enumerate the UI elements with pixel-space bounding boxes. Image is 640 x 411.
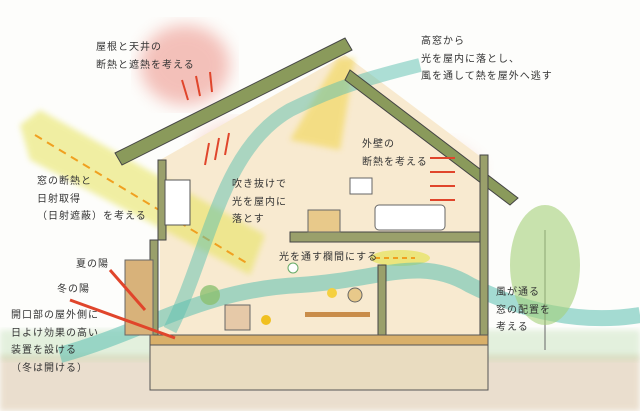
- armchair: [224, 304, 251, 331]
- window-label-line: （日射遮蔽）を考える: [37, 211, 147, 222]
- roof-heat-cloud: [140, 25, 230, 105]
- summer-sun-label: 夏の陽: [76, 259, 109, 270]
- outer-wall-label-line: 断熱を考える: [362, 156, 428, 168]
- person: [347, 287, 363, 303]
- second-floor: [289, 231, 481, 243]
- shading-label-line: 日よけ効果の高い: [11, 327, 99, 339]
- window-insulation-label: 窓の断熱と 日射取得 （日射遮蔽）を考える: [37, 173, 147, 226]
- high-window-light: [290, 58, 355, 150]
- pendant-lamp: [327, 288, 337, 298]
- roof-left: [114, 37, 353, 166]
- atrium-label-line: 光を屋内に: [232, 196, 287, 208]
- shading-label-line: 開口部の屋外側に: [11, 310, 99, 321]
- shade-device: [124, 259, 154, 336]
- clock: [287, 262, 299, 274]
- bed: [374, 204, 446, 231]
- potted-plant: [200, 285, 220, 305]
- roof-label-line: 断熱と遮熱を考える: [96, 59, 195, 71]
- ventilation-label-line: 窓の配置を: [496, 304, 551, 316]
- atrium-label: 吹き抜けで 光を屋内に 落とす: [232, 176, 287, 229]
- transom-light: [370, 250, 430, 266]
- summer-sun-arrow: [108, 269, 147, 311]
- high-window-label-line: 光を屋内に落とし、: [421, 53, 520, 65]
- foundation: [149, 344, 489, 391]
- high-window-label: 高窓から 光を屋内に落とし、 風を通して熱を屋外へ逃す: [421, 33, 553, 86]
- shading-device-label: 開口部の屋外側に 日よけ効果の高い 装置を設ける （冬は開ける）: [11, 307, 99, 377]
- ventilation-label-line: 考える: [496, 322, 529, 333]
- ventilation-label-line: 風が通る: [496, 287, 540, 298]
- tree-foliage: [510, 205, 580, 325]
- roof-insulation-label: 屋根と天井の 断熱と遮熱を考える: [96, 39, 195, 74]
- winter-sun-label: 冬の陽: [57, 284, 90, 295]
- floor-deck: [149, 334, 489, 346]
- shelf: [307, 209, 341, 233]
- winter-sun-arrow: [69, 298, 176, 340]
- wind-stream-up: [163, 58, 422, 334]
- right-wall: [479, 154, 489, 346]
- upper-window: [164, 179, 191, 226]
- shading-label-line: （冬は開ける）: [11, 362, 88, 374]
- atrium-label-line: 落とす: [232, 214, 265, 225]
- window-label-line: 窓の断熱と: [37, 176, 92, 187]
- heat-arrows: [181, 71, 455, 201]
- high-window-label-line: 風を通して熱を屋外へ逃す: [421, 71, 553, 82]
- wall-picture: [349, 177, 373, 195]
- ventilation-label: 風が通る 窓の配置を 考える: [496, 284, 551, 337]
- transom-label: 光を通す欄間にする: [279, 252, 379, 263]
- high-window-label-line: 高窓から: [421, 36, 465, 47]
- interior-partition: [377, 264, 387, 346]
- roof-label-line: 屋根と天井の: [96, 42, 162, 53]
- window-label-line: 日射取得: [37, 193, 81, 205]
- roof-right: [344, 69, 519, 206]
- dining-table: [305, 312, 370, 317]
- child: [261, 315, 271, 325]
- outer-wall-label: 外壁の 断熱を考える: [362, 136, 428, 171]
- outer-wall-label-line: 外壁の: [362, 139, 395, 150]
- shading-label-line: 装置を設ける: [11, 345, 77, 356]
- atrium-label-line: 吹き抜けで: [232, 179, 287, 190]
